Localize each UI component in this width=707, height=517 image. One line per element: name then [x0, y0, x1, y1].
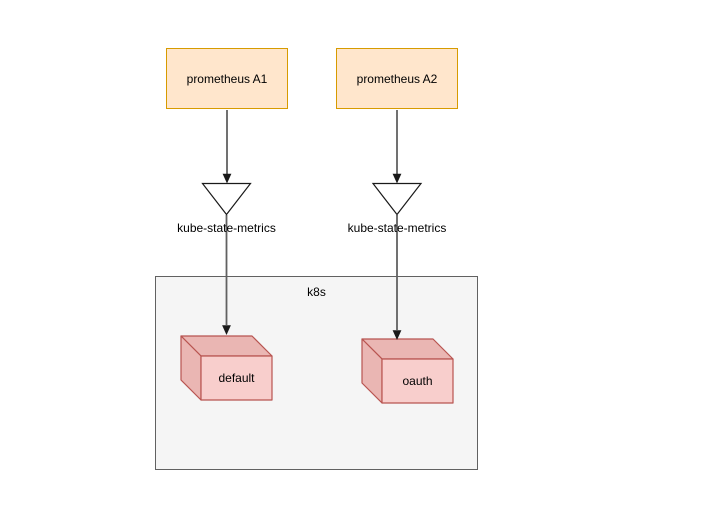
funnel-triangle-left — [201, 182, 252, 216]
funnel-left-label: kube-state-metrics — [177, 221, 276, 235]
node-prometheus-a2-label: prometheus A2 — [356, 71, 438, 86]
arrowhead-a2-to-funnel — [392, 173, 402, 184]
arrowhead-a1-to-funnel — [222, 173, 232, 184]
node-prometheus-a1-label: prometheus A1 — [186, 71, 268, 86]
funnel-triangle-right — [371, 182, 423, 216]
k8s-container-label: k8s — [307, 285, 326, 299]
node-prometheus-a2: prometheus A2 — [336, 48, 458, 109]
cube-oauth-label: oauth — [402, 374, 433, 388]
funnel-right-label: kube-state-metrics — [347, 221, 447, 235]
cube-oauth — [361, 338, 454, 404]
cube-oauth-front-face — [381, 358, 454, 404]
arrowhead-funnel-to-default — [222, 325, 231, 335]
arrowhead-funnel-to-oauth — [392, 330, 402, 340]
cube-default-label: default — [218, 371, 255, 385]
cube-default — [180, 335, 273, 401]
node-prometheus-a1: prometheus A1 — [166, 48, 288, 109]
cube-default-front-face — [200, 355, 273, 401]
